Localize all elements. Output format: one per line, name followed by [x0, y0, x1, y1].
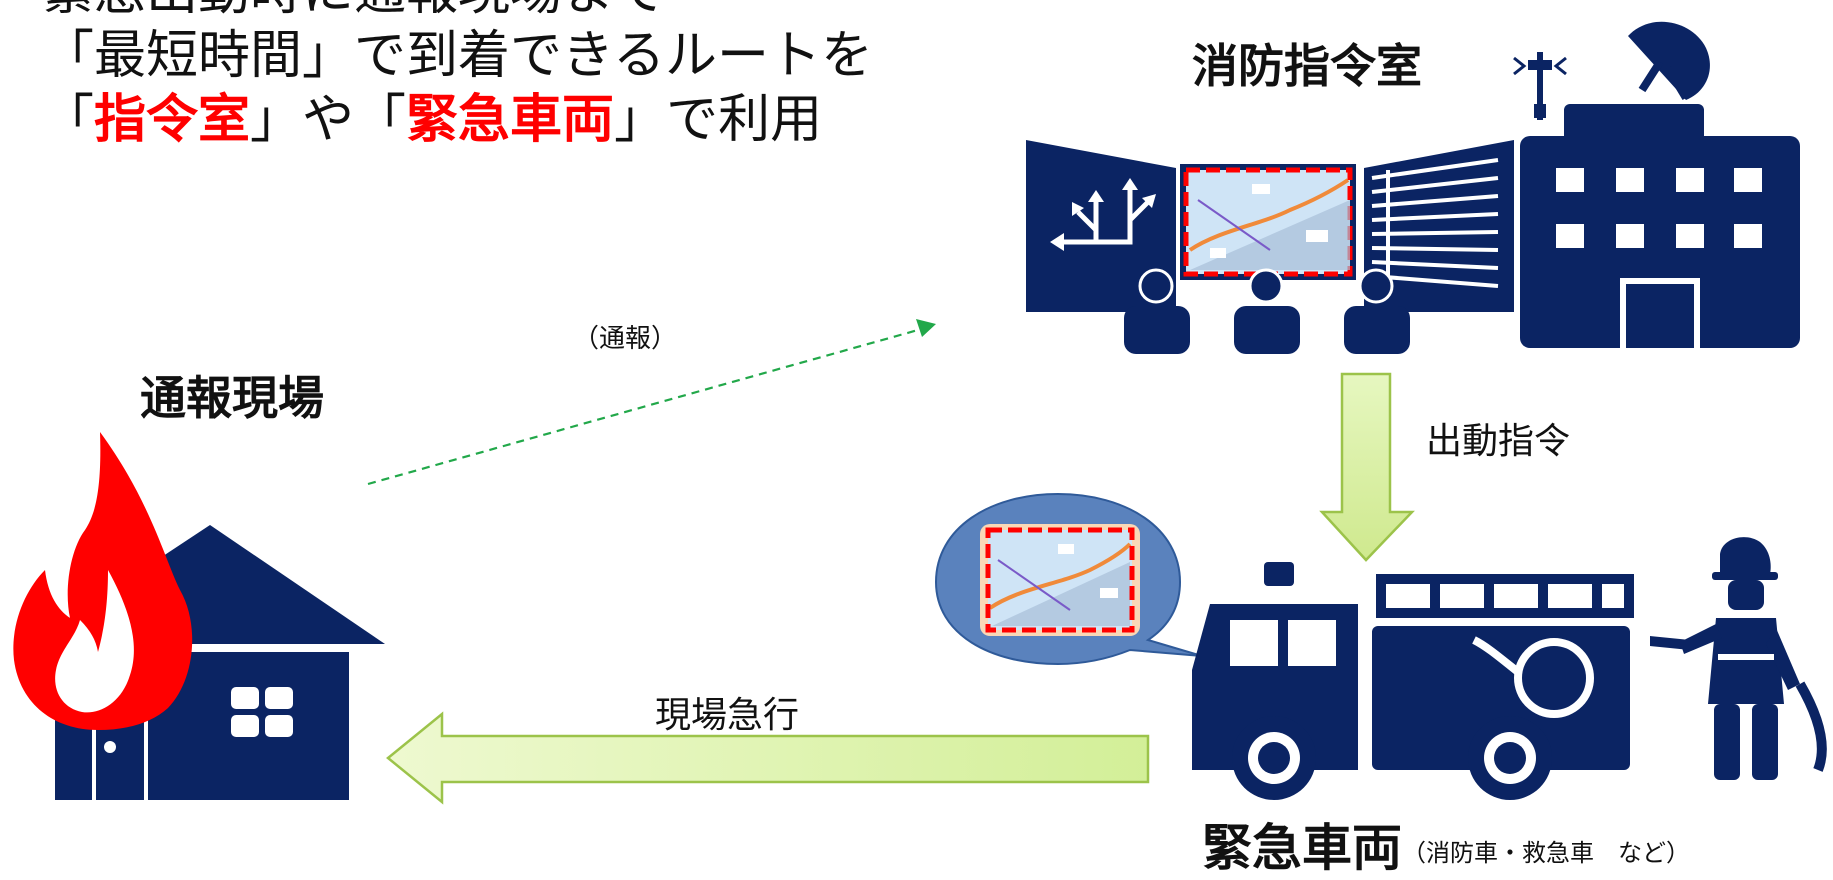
- antenna-siren-icon: [1513, 52, 1567, 120]
- building-windows-icon: [1556, 168, 1762, 248]
- rush-arrow-label: 現場急行: [655, 695, 800, 736]
- dispatch-arrow-label: 出動指令: [1426, 421, 1571, 462]
- left-screen-icon: [1026, 140, 1176, 312]
- report-arrow-label: （通報）: [573, 324, 678, 354]
- building-body-icon: [1520, 136, 1800, 348]
- map-speech-bubble: [934, 492, 1203, 666]
- operators-icon: [1124, 270, 1410, 354]
- headline: 緊急出動時に通報現場まで 「最短時間」で到着できるルートを 「指令室」や「緊急車…: [42, 0, 873, 152]
- fire-station-illustration: [1513, 21, 1800, 348]
- hose-icon: [1795, 681, 1827, 772]
- beacon-light-icon: [1264, 562, 1294, 586]
- headline-line-3-pre: 「: [42, 90, 95, 150]
- headline-line-3: 「指令室」や「緊急車両」で利用: [42, 88, 873, 152]
- headline-emphasis-vehicle: 緊急車両: [406, 90, 615, 150]
- bubble-route-highlight: [985, 527, 1135, 633]
- truck-wheels-icon: [1232, 716, 1552, 800]
- headline-emphasis-command-room: 指令室: [94, 90, 251, 150]
- hose-reel-icon: [1472, 636, 1594, 718]
- ladder-icon: [1376, 574, 1634, 618]
- command-room-illustration: [1026, 140, 1514, 354]
- command-center-label: 消防指令室: [1192, 39, 1422, 93]
- house-window-icon: [231, 687, 293, 737]
- burning-house-illustration: [13, 432, 385, 800]
- data-list-icon: [1371, 158, 1499, 288]
- satellite-dish-icon: [1628, 21, 1710, 101]
- nozzle-icon: [1650, 636, 1690, 650]
- fire-truck-illustration: [1192, 562, 1634, 800]
- route-arrows-icon: [1060, 188, 1152, 245]
- right-screen-icon: [1364, 140, 1514, 312]
- headline-line-1: 緊急出動時に通報現場まで: [42, 0, 873, 24]
- vehicle-note: （消防車・救急車 など）: [1402, 839, 1690, 867]
- helmet-icon: [1720, 537, 1771, 574]
- report-site-label: 通報現場: [140, 371, 324, 425]
- headline-line-3-mid: 」や「: [250, 90, 407, 150]
- route-map-thumbnail: [1188, 178, 1350, 270]
- headline-line-3-post: 」で利用: [614, 90, 823, 150]
- headline-line-2: 「最短時間」で到着できるルートを: [42, 26, 873, 86]
- bubble-route-map-thumbnail: [988, 542, 1132, 626]
- truck-body-icon: [1372, 626, 1630, 770]
- dispatch-arrow: [1319, 372, 1415, 562]
- rush-arrow: [386, 711, 1150, 805]
- flame-icon: [13, 432, 193, 730]
- firefighter-illustration: [1650, 537, 1827, 780]
